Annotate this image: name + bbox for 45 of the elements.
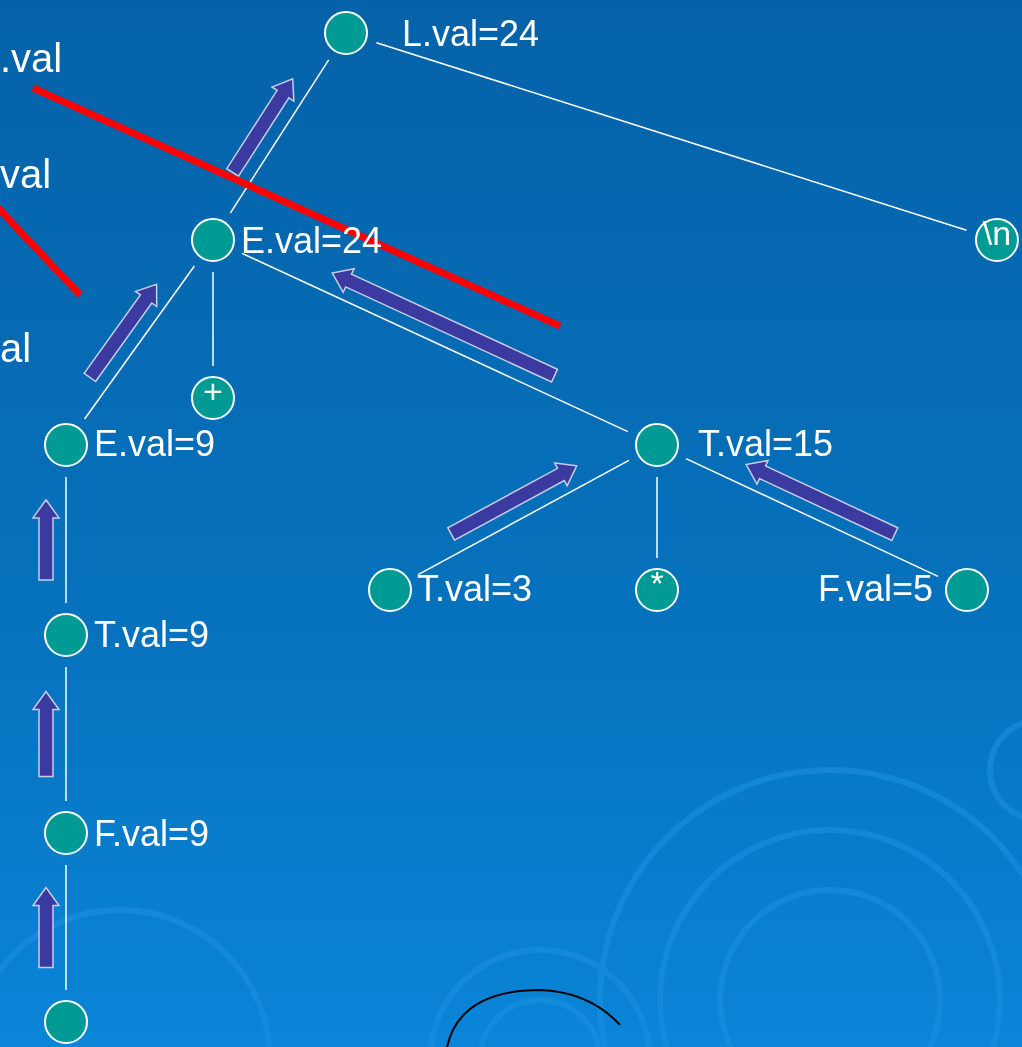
attribute-label: .val <box>0 36 63 80</box>
tree-node <box>191 218 235 262</box>
tree-node <box>44 613 88 657</box>
tree-node <box>945 568 989 612</box>
node-symbol: * <box>650 566 664 600</box>
attribute-label: E.val=9 <box>94 424 216 464</box>
tree-node <box>635 423 679 467</box>
tree-node <box>191 376 235 420</box>
tree-edge <box>65 476 67 604</box>
block-arrow <box>31 886 61 969</box>
tree-edge <box>65 666 67 802</box>
block-arrow <box>225 77 295 178</box>
tree-edge <box>229 59 330 214</box>
block-arrow <box>745 459 899 542</box>
attribute-label: E.val=24 <box>241 221 383 261</box>
block-arrow <box>83 283 158 383</box>
attribute-label: T.val=9 <box>94 615 210 655</box>
attribute-label: T.val=3 <box>417 569 533 609</box>
tree-edge <box>685 457 939 578</box>
tree-node <box>44 811 88 855</box>
tree-edge <box>65 864 67 991</box>
tree-node <box>324 11 368 55</box>
tree-edge <box>417 459 630 576</box>
block-arrow <box>31 690 61 778</box>
tree-node <box>975 218 1019 262</box>
tree-edge <box>656 476 658 559</box>
tree-edge <box>375 41 968 232</box>
attribute-label: val <box>0 152 52 196</box>
attribute-label: T.val=15 <box>698 424 834 464</box>
node-symbol: \n <box>982 216 1012 250</box>
tree-node <box>44 1000 88 1044</box>
tree-edge <box>83 265 196 420</box>
attribute-label: L.val=24 <box>402 14 540 54</box>
attribute-label: al <box>0 326 32 370</box>
block-arrow <box>446 462 578 542</box>
tree-edge <box>212 271 214 367</box>
tree-node <box>44 423 88 467</box>
tree-node <box>368 568 412 612</box>
block-arrow <box>31 498 61 581</box>
attribute-label: F.val=5 <box>818 569 934 609</box>
block-arrow <box>331 267 559 383</box>
attribute-label: F.val=9 <box>94 814 210 854</box>
tree-edge <box>241 252 629 433</box>
tree-node <box>635 568 679 612</box>
node-symbol: + <box>203 374 223 408</box>
